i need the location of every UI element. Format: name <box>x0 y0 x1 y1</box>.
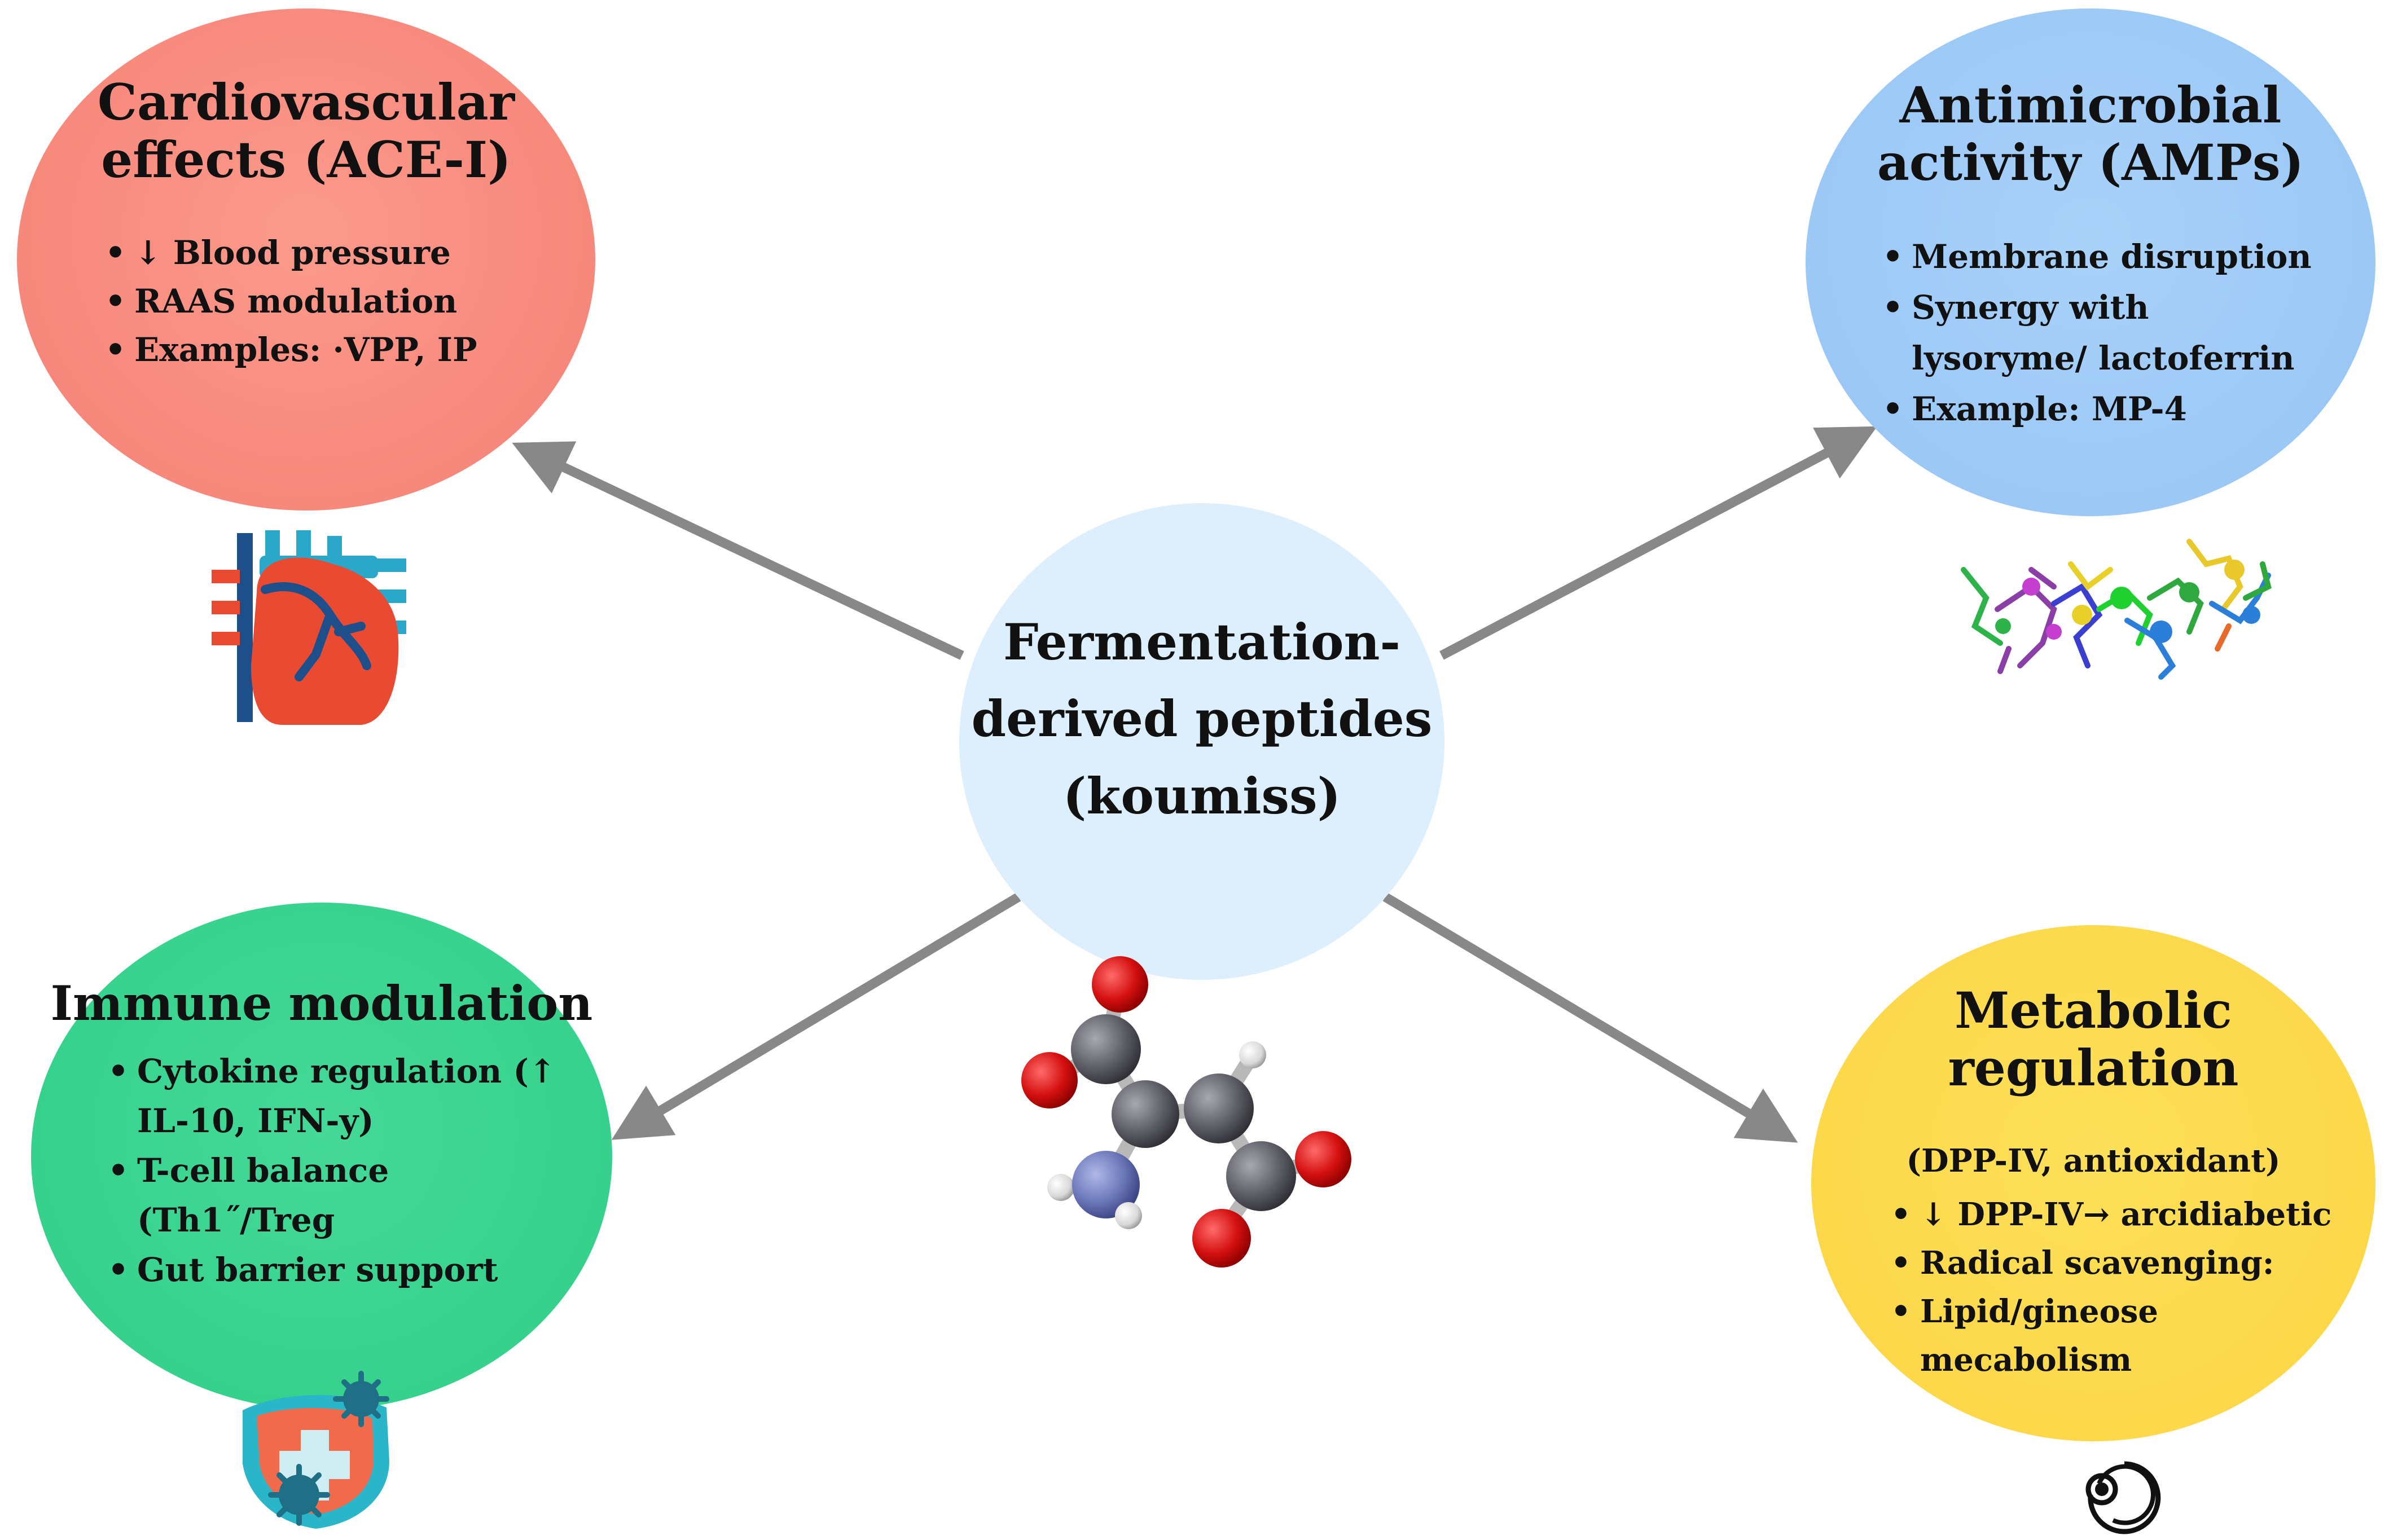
cardiovascular-bullets: ↓ Blood pressure RAAS modulation Example… <box>102 228 477 374</box>
metabolic-subtitle: (DPP-IV, antioxidant) <box>1906 1142 2281 1180</box>
cardiovascular-title-line: effects (ACE-I) <box>101 130 511 190</box>
arrow-to-metabolic <box>1382 892 1798 1143</box>
metabolic-title-line: Metabolic <box>1955 981 2232 1040</box>
list-item: ↓ DPP-IV→ arcidiabetic <box>1887 1190 2350 1239</box>
list-item: Gut barrier support <box>104 1245 590 1295</box>
immune-node: Immune modulation Cytokine regulation (↑… <box>31 903 612 1410</box>
immune-title-line: Immune modulation <box>50 975 593 1031</box>
antimicrobial-title: Antimicrobial activity (AMPs) <box>1806 76 2375 191</box>
arrow-to-cardiovascular <box>512 441 964 660</box>
list-item: ↓ Blood pressure <box>102 228 477 277</box>
immune-bullets: Cytokine regulation (↑ IL-10, IFN-y) T-c… <box>104 1046 590 1295</box>
center-title: Fermentation- derived peptides (koumiss) <box>959 604 1444 834</box>
list-item: RAAS modulation <box>102 277 477 325</box>
list-item: Synergy with lysoryme/ lactoferrin <box>1879 282 2313 384</box>
center-node: Fermentation- derived peptides (koumiss) <box>959 503 1444 980</box>
list-item: T-cell balance (Th1˝/Treg <box>104 1146 590 1245</box>
arrow-to-immune <box>611 892 1021 1140</box>
list-item: Radical scavenging: <box>1887 1239 2350 1287</box>
list-item: Lipid/gineose mecabolism <box>1887 1287 2350 1384</box>
center-title-line: derived peptides <box>971 689 1433 749</box>
list-item: Examples: ·VPP, IP <box>102 325 477 374</box>
immune-title: Immune modulation <box>31 976 612 1031</box>
cardiovascular-title: Cardiovascular effects (ACE-I) <box>17 73 595 188</box>
center-title-line: (koumiss) <box>1062 766 1341 825</box>
metabolic-title: Metabolic regulation <box>1811 982 2375 1097</box>
metabolic-node: Metabolic regulation (DPP-IV, antioxidan… <box>1811 925 2375 1441</box>
list-item: Example: MP-4 <box>1879 384 2313 434</box>
list-item: Cytokine regulation (↑ IL-10, IFN-y) <box>104 1046 590 1146</box>
arrow-to-antimicrobial <box>1439 426 1878 660</box>
cardiovascular-node: Cardiovascular effects (ACE-I) ↓ Blood p… <box>17 8 595 511</box>
antimicrobial-title-line: activity (AMPs) <box>1877 133 2304 192</box>
antimicrobial-node: Antimicrobial activity (AMPs) Membrane d… <box>1806 8 2375 516</box>
list-item: Membrane disruption <box>1879 231 2313 282</box>
antimicrobial-bullets: Membrane disruption Synergy with lysorym… <box>1879 231 2313 434</box>
cardiovascular-title-line: Cardiovascular <box>97 73 515 131</box>
metabolic-title-line: regulation <box>1948 1039 2239 1098</box>
metabolic-bullets: ↓ DPP-IV→ arcidiabetic Radical scavengin… <box>1887 1190 2350 1384</box>
antimicrobial-title-line: Antimicrobial <box>1899 76 2282 134</box>
center-title-line: Fermentation- <box>1003 613 1401 671</box>
